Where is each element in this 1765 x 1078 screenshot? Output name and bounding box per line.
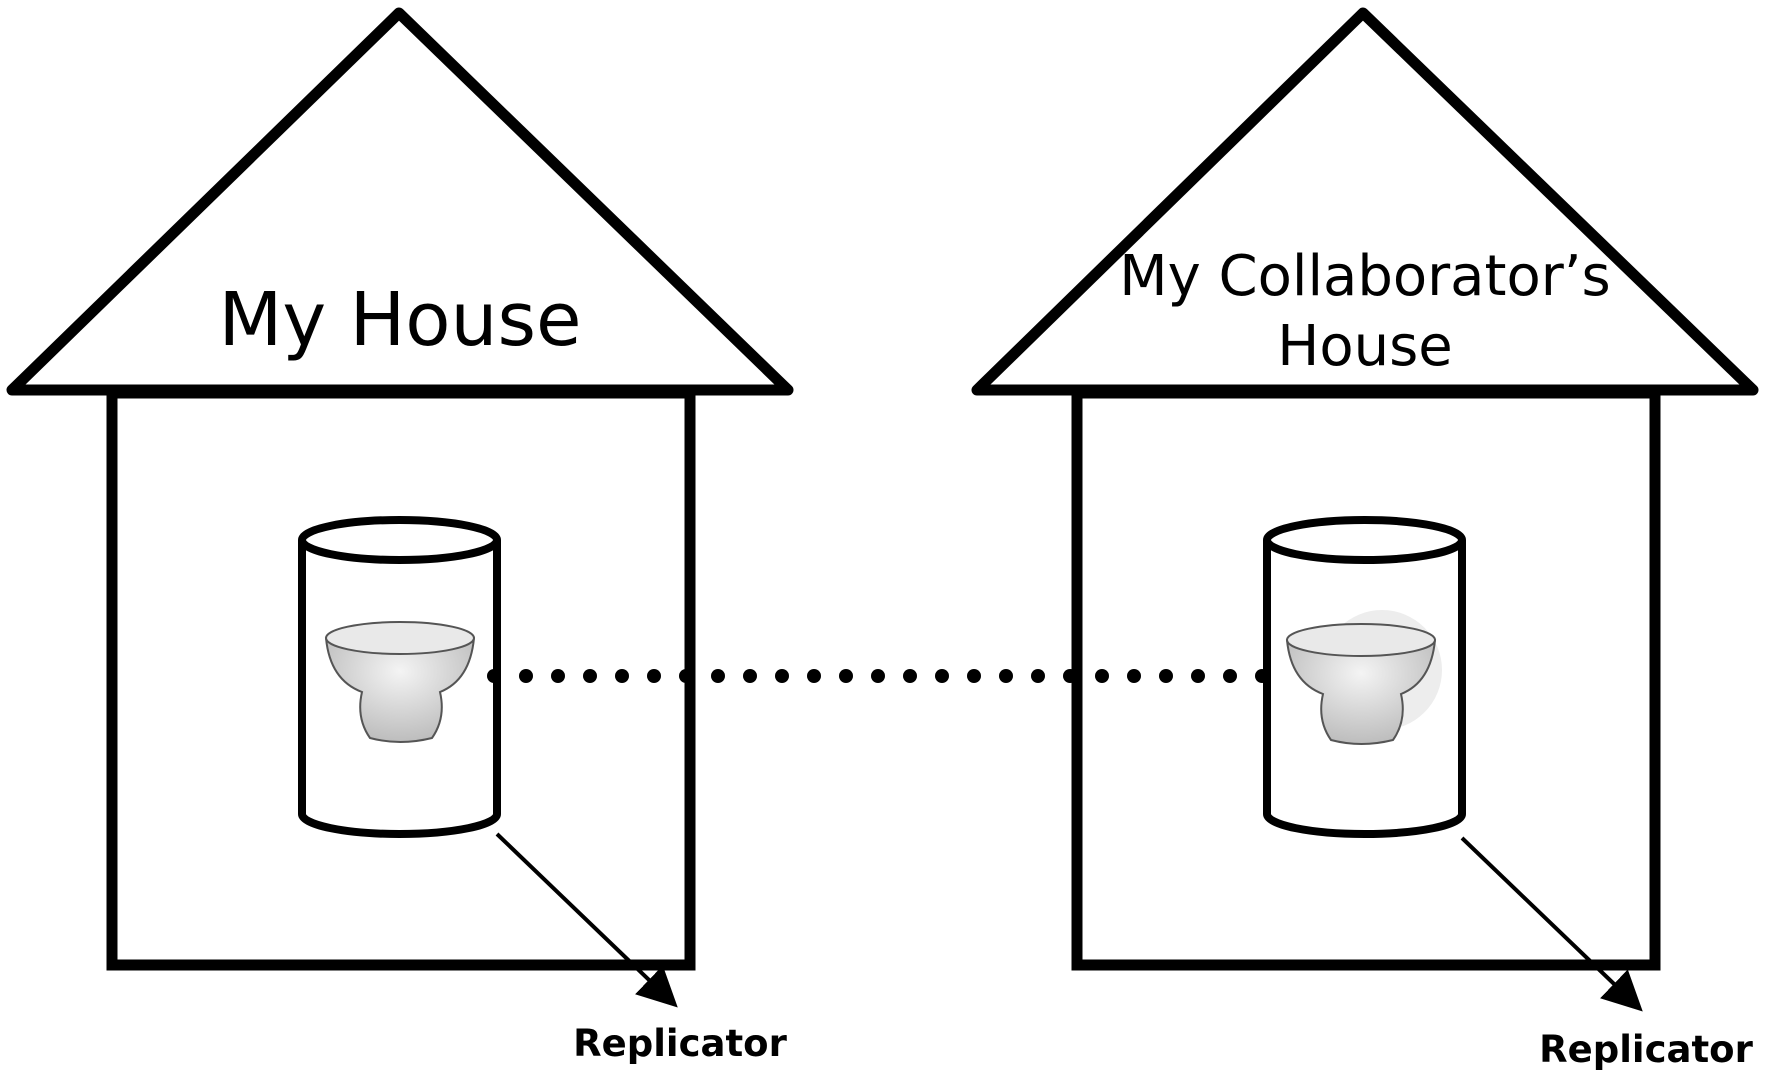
connector-dot	[1223, 669, 1237, 683]
house-title: My Collaborator’s	[1119, 244, 1610, 309]
replicator-label: Replicator	[1539, 1028, 1753, 1071]
house-title: My House	[218, 277, 581, 363]
connector-dot	[935, 669, 949, 683]
connector-dot	[1191, 669, 1205, 683]
replicator-arrow	[495, 832, 678, 1008]
connector-dot	[1031, 669, 1045, 683]
replicator-arrow	[1460, 836, 1643, 1012]
replicator-label: Replicator	[573, 1022, 787, 1065]
database-cylinder-icon	[298, 516, 501, 838]
connector-dot	[1095, 669, 1109, 683]
connector-dot	[807, 669, 821, 683]
connector-dot	[711, 669, 725, 683]
house-title-line-2: House	[1277, 314, 1453, 379]
connector-dot	[871, 669, 885, 683]
connector-dot	[967, 669, 981, 683]
connector-dot	[743, 669, 757, 683]
connector-dot	[679, 669, 693, 683]
connector-dot	[1127, 669, 1141, 683]
connector-dot	[903, 669, 917, 683]
connector-dot	[647, 669, 661, 683]
connector-dot	[583, 669, 597, 683]
dotted-connector	[487, 669, 1269, 683]
connector-dot	[551, 669, 565, 683]
cup-icon	[324, 621, 476, 743]
connector-dot	[1159, 669, 1173, 683]
connector-dot	[615, 669, 629, 683]
connector-dot	[519, 669, 533, 683]
connector-dot	[839, 669, 853, 683]
house-body	[1071, 387, 1661, 971]
connector-dot	[487, 669, 501, 683]
connector-dot	[999, 669, 1013, 683]
house-my-house: My House Replicator	[6, 7, 794, 1065]
connector-dot	[1255, 669, 1269, 683]
cup-icon	[1285, 610, 1442, 745]
connector-dot	[775, 669, 789, 683]
house-collaborators-house: My Collaborator’s House Replicator	[971, 7, 1759, 1071]
connector-dot	[1063, 669, 1077, 683]
